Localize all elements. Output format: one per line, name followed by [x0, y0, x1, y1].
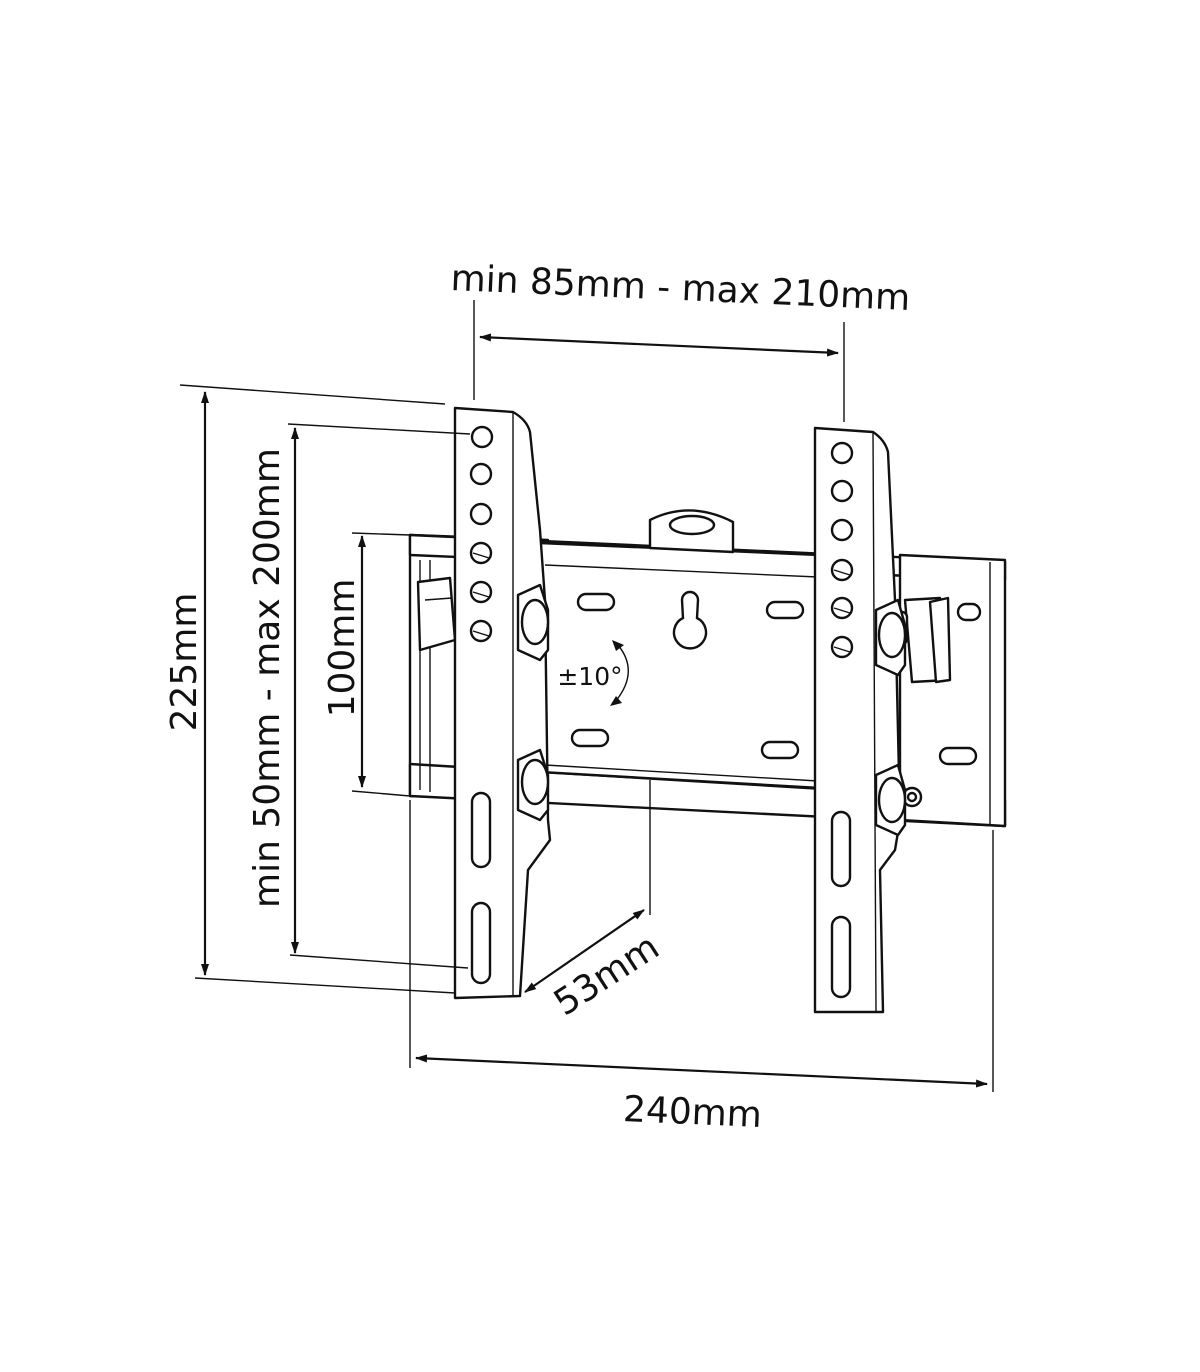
tilt-label: ±10° [557, 662, 622, 691]
wall-plate-height-label: 100mm [322, 579, 363, 718]
total-width-label: 240mm [622, 1089, 763, 1136]
left-arm [453, 406, 629, 1000]
dimension-lines [179, 300, 994, 1092]
total-height-label: 225mm [164, 593, 205, 732]
hole-spacing-width-label: min 85mm - max 210mm [450, 258, 911, 319]
depth-label: 53mm [547, 927, 667, 1025]
hole-spacing-height-label: min 50mm - max 200mm [247, 448, 288, 908]
right-arm [813, 426, 907, 1014]
